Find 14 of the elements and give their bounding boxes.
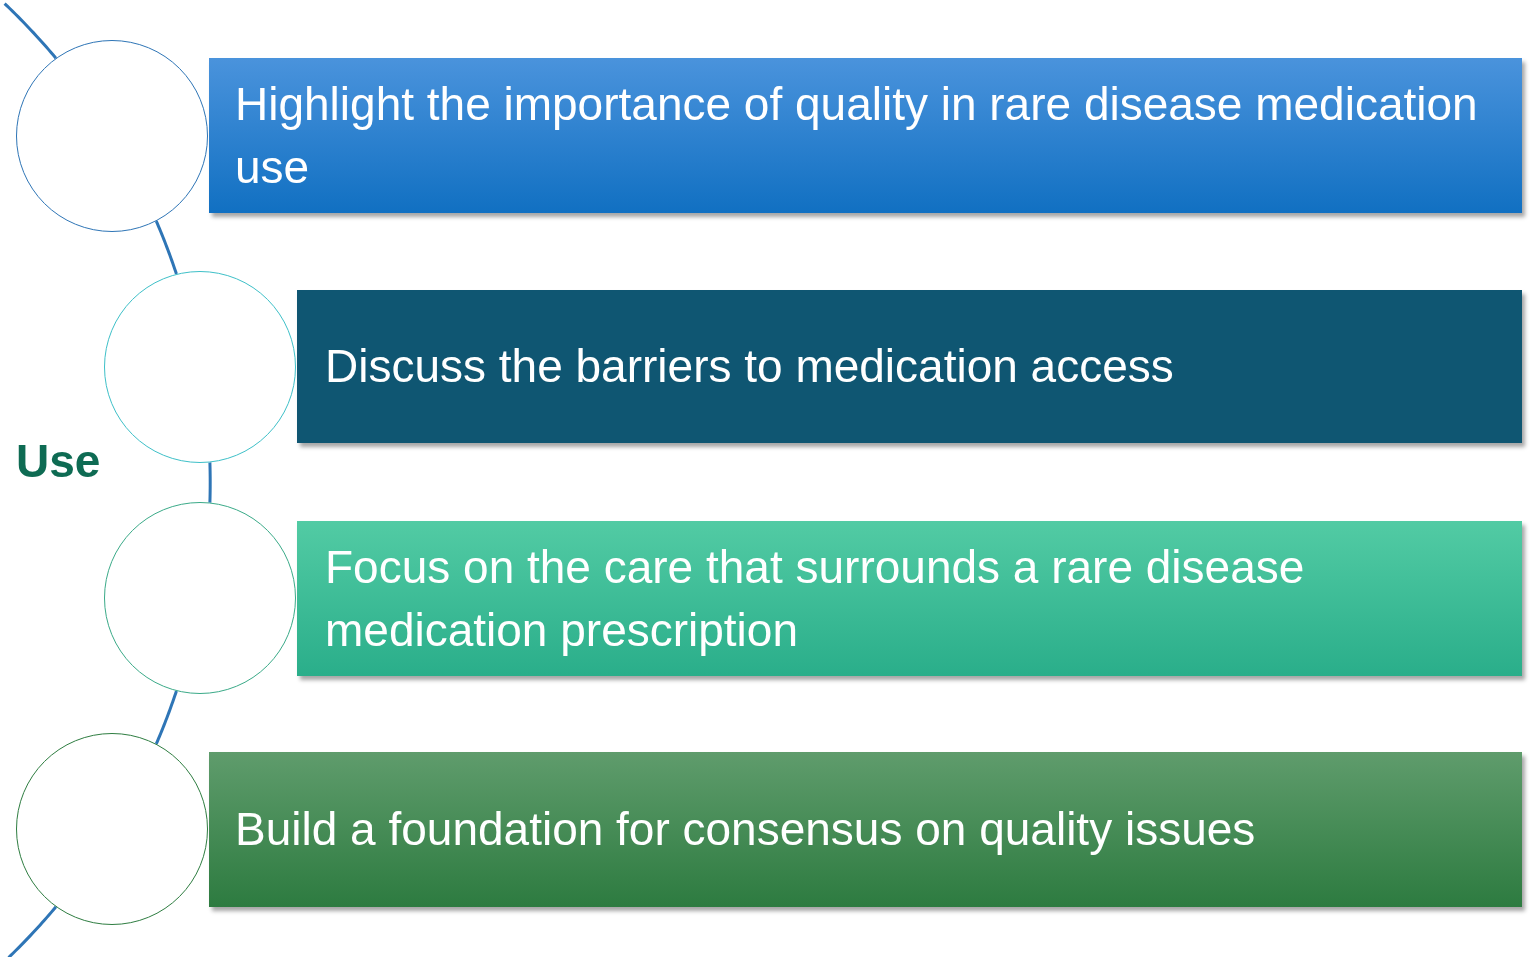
step-text: Build a foundation for consensus on quality issues: [235, 802, 1256, 858]
connector-line: [154, 690, 178, 745]
step-bar: [297, 521, 1522, 676]
connector-line: [154, 220, 178, 275]
side-label: Use: [16, 434, 101, 488]
step-bar: [297, 290, 1522, 443]
connector-line: [3, 2, 58, 60]
step-bar: [209, 752, 1522, 907]
connector-line: [7, 905, 58, 957]
step-text: Focus on the care that surrounds a rare disease medication prescription: [325, 540, 1306, 658]
step-bar: [209, 58, 1522, 213]
step-text: Highlight the importance of quality in rare disease medication use: [235, 77, 1479, 195]
connector-line: [208, 462, 212, 503]
step-text: Discuss the barriers to medication access: [325, 339, 1174, 395]
